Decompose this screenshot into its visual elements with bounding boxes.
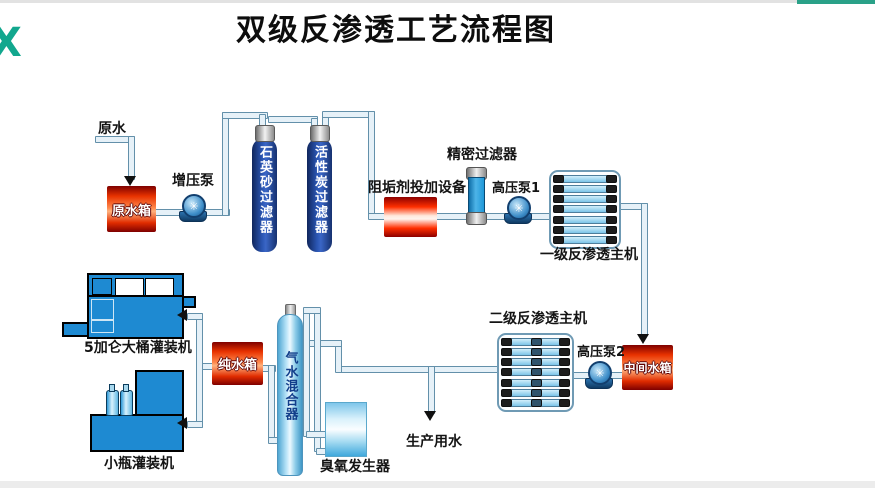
bottle-filler-tower <box>135 370 184 422</box>
membrane-tube <box>553 235 617 244</box>
pump-impeller-icon: ✳ <box>514 201 524 215</box>
pump-impeller-icon: ✳ <box>595 366 605 380</box>
pipe-ozone-left-leg <box>303 310 310 437</box>
arrow-into-gallon-filler <box>177 309 187 321</box>
activated-carbon-filter-label: 活性炭过滤器 <box>312 145 327 235</box>
pipe-pure-to-mixer-v <box>268 365 275 442</box>
gallon-filler-body <box>87 295 184 339</box>
bottle-icon <box>106 384 119 416</box>
ro-stage1-label: 一级反渗透主机 <box>540 247 638 263</box>
pipe-pump-riser <box>222 112 229 216</box>
filter-cap <box>310 125 330 142</box>
membrane-tube <box>501 348 570 357</box>
membrane-tube <box>553 185 617 194</box>
pipe-ozone-top-bend <box>303 307 321 314</box>
ro-stage2-stack <box>497 333 574 412</box>
pure-water-tank-label: 纯水箱 <box>217 358 257 373</box>
pipe-raw-inlet-v <box>128 136 135 180</box>
bottom-gray-bar <box>0 481 875 488</box>
pipe-top-a <box>222 112 268 119</box>
pipe-stack1-drop <box>641 203 648 336</box>
hp-pump1-label: 高压泵1 <box>492 181 541 196</box>
pipe-dosing-to-stack1 <box>436 213 554 220</box>
membrane-tube <box>501 338 570 346</box>
membrane-tube <box>501 368 570 377</box>
raw-water-label: 原水 <box>98 121 126 137</box>
booster-pump-label: 增压泵 <box>172 173 214 189</box>
ozone-generator-label: 臭氧发生器 <box>320 459 390 475</box>
page-title: 双级反渗透工艺流程图 <box>236 13 556 48</box>
membrane-tube <box>553 205 617 214</box>
precision-filter-bottom-cap <box>466 212 487 225</box>
bottle-filler-label: 小瓶灌装机 <box>104 456 174 472</box>
precision-filter-body <box>468 177 485 215</box>
antiscalant-dosing-unit <box>384 197 437 237</box>
pipe-to-gallon-filler <box>187 313 203 320</box>
membrane-tube <box>501 358 570 367</box>
membrane-tube <box>553 195 617 204</box>
machine-window <box>145 278 174 296</box>
arrow-into-bottle-filler <box>177 417 187 429</box>
ro-stage1-stack <box>549 170 621 249</box>
gallon-filler-label: 5加仑大桶灌装机 <box>84 340 192 356</box>
pure-water-tank: 纯水箱 <box>212 342 263 385</box>
pipe-dosing-drop <box>368 111 375 217</box>
bottle-filler-base <box>90 414 184 452</box>
bottle-icon <box>120 384 133 416</box>
machine-cell <box>91 320 114 333</box>
membrane-tube <box>553 225 617 234</box>
intermediate-tank-label: 中间水箱 <box>623 361 672 375</box>
hp-pump2-label: 高压泵2 <box>577 345 626 360</box>
filter-cap <box>255 125 275 142</box>
machine-window <box>115 278 144 296</box>
gas-water-mixer-label: 气水混合器 <box>282 351 298 421</box>
arrow-production-water <box>424 411 436 421</box>
ozone-generator <box>325 402 367 457</box>
pipe-stack2-out <box>338 366 500 373</box>
activated-carbon-filter: 活性炭过滤器 <box>307 125 332 252</box>
gas-water-mixer: 气水混合器 <box>277 314 303 476</box>
membrane-tube <box>501 388 570 397</box>
top-teal-bar <box>797 0 875 4</box>
ro-stage2-label: 二级反渗透主机 <box>489 311 587 327</box>
membrane-tube <box>553 175 617 183</box>
arrow-into-mid-tank <box>637 334 649 344</box>
hp-pump2: ✳ <box>588 361 612 385</box>
precision-filter <box>466 167 487 225</box>
machine-cell <box>91 299 114 320</box>
pipe-production-branch <box>428 366 435 414</box>
production-water-label: 生产用水 <box>406 434 462 450</box>
booster-pump: ✳ <box>182 194 206 218</box>
logo-x: X <box>0 20 22 66</box>
membrane-tube <box>501 378 570 387</box>
membrane-tube <box>553 215 617 224</box>
raw-water-tank: 原水箱 <box>107 186 156 232</box>
pipe-left-manifold <box>196 313 203 428</box>
pump-impeller-icon: ✳ <box>189 199 199 213</box>
pipe-to-bottle-filler <box>187 421 203 428</box>
intermediate-tank: 中间水箱 <box>622 345 673 390</box>
quartz-sand-filter-label: 石英砂过滤器 <box>257 145 272 235</box>
quartz-sand-filter: 石英砂过滤器 <box>252 125 277 252</box>
precision-filter-label: 精密过滤器 <box>447 147 517 163</box>
raw-water-tank-label: 原水箱 <box>111 203 151 219</box>
top-gray-bar <box>0 0 875 3</box>
arrow-into-raw-tank <box>124 176 136 186</box>
machine-panel <box>92 278 112 295</box>
membrane-tube <box>501 398 570 407</box>
antiscalant-label: 阻垢剂投加设备 <box>368 180 466 196</box>
hp-pump1: ✳ <box>507 196 531 220</box>
